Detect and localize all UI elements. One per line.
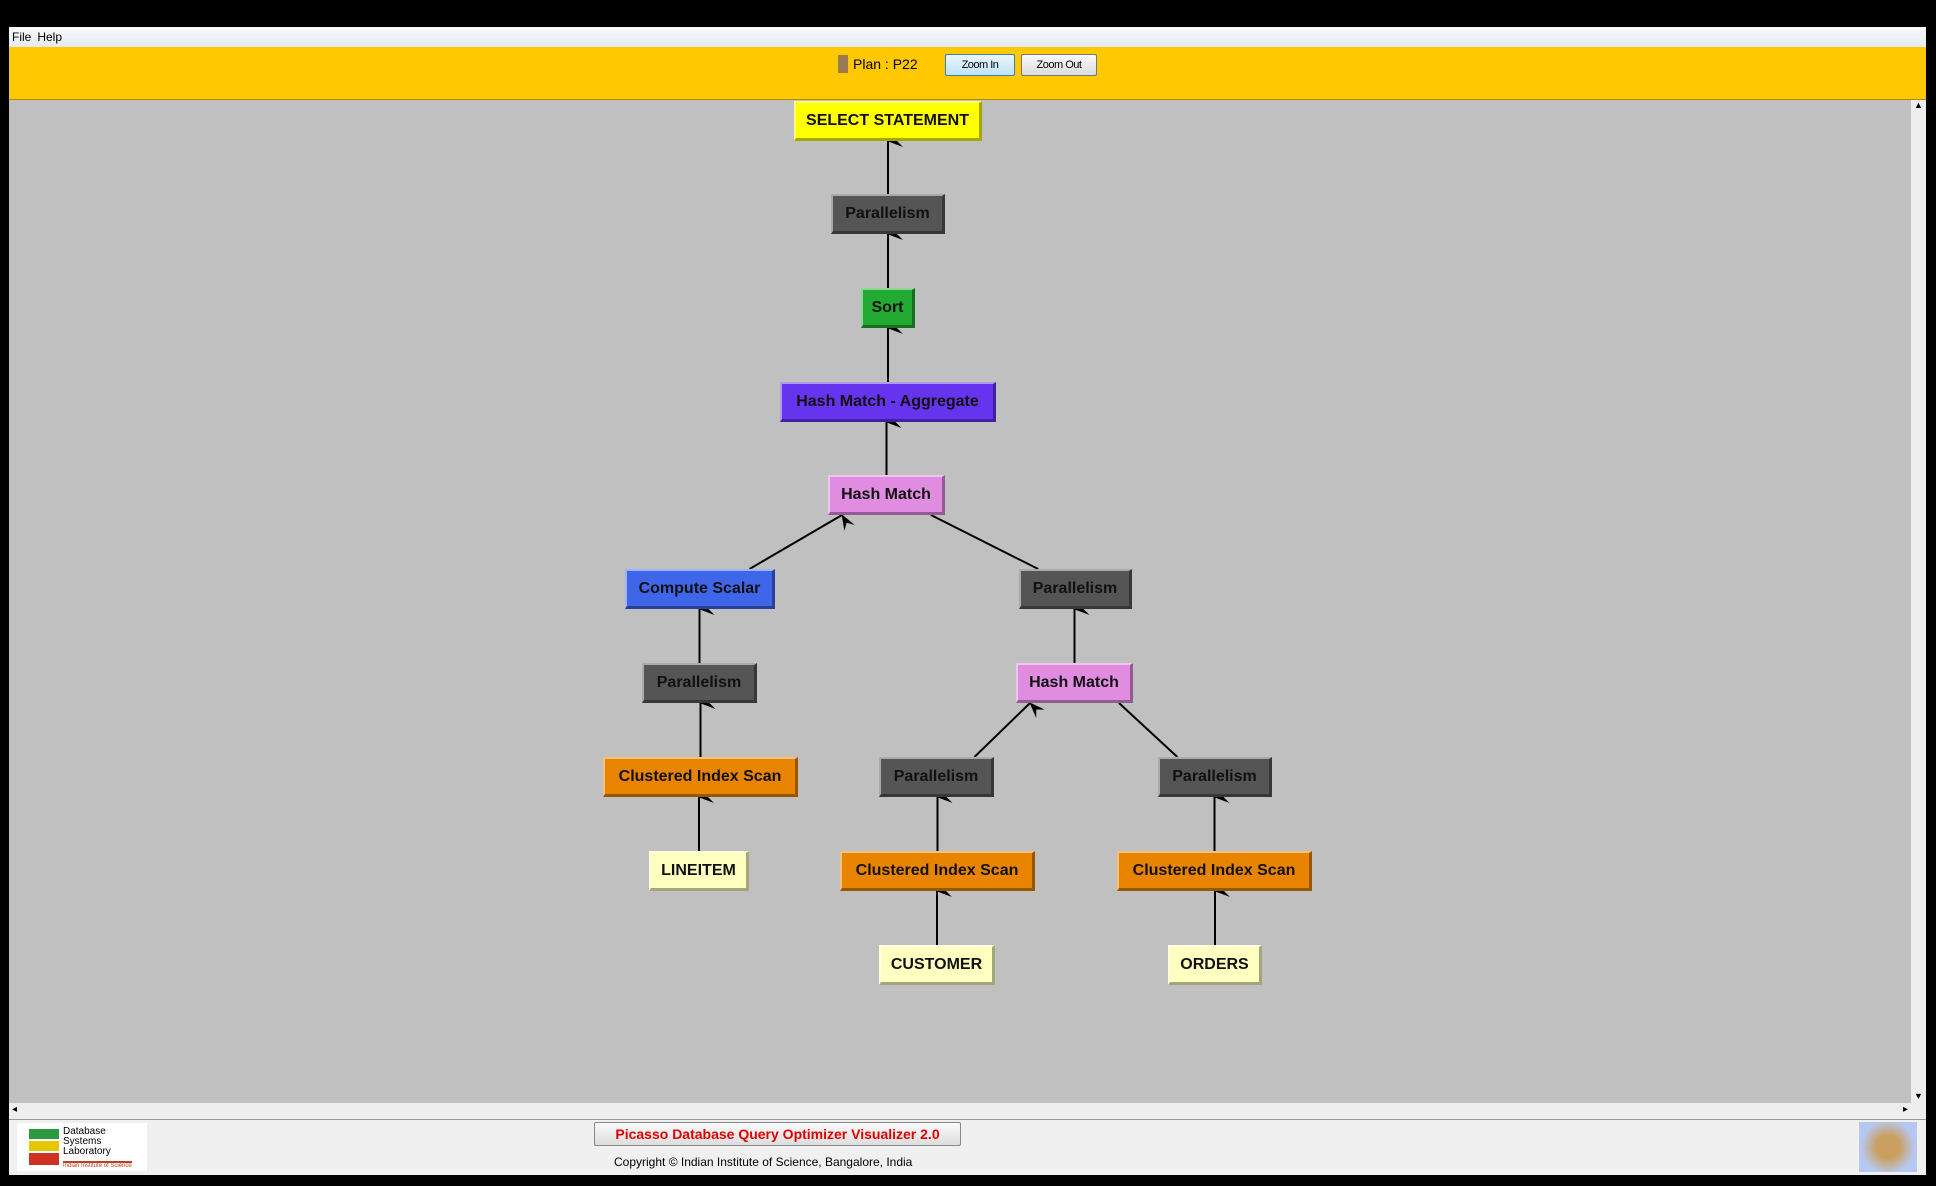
plan-color-swatch <box>838 55 848 73</box>
plan-node[interactable]: Hash Match - Aggregate <box>780 382 996 422</box>
menu-bar: File Help <box>9 27 1926 47</box>
dsl-logo-icon <box>29 1129 59 1165</box>
plan-node[interactable]: LINEITEM <box>649 851 749 891</box>
plan-edge <box>973 702 1045 758</box>
logo-text: Database Systems Laboratory <box>63 1126 111 1157</box>
plan-node[interactable]: Parallelism <box>1019 569 1132 609</box>
plan-node[interactable]: Parallelism <box>1158 757 1272 797</box>
plan-node[interactable]: Parallelism <box>642 663 757 703</box>
plan-node[interactable]: Clustered Index Scan <box>1117 851 1312 891</box>
dsl-logo: Database Systems Laboratory Indian Insti… <box>17 1123 147 1171</box>
iisc-seal-logo <box>1859 1122 1917 1172</box>
plan-node[interactable]: Clustered Index Scan <box>840 851 1035 891</box>
plan-node[interactable]: Hash Match <box>1016 663 1133 703</box>
vertical-scrollbar[interactable]: ▲▼ <box>1911 100 1926 1103</box>
plan-node[interactable]: CUSTOMER <box>879 945 995 985</box>
footer: Database Systems Laboratory Indian Insti… <box>9 1120 1926 1175</box>
plan-edge <box>1118 687 1179 758</box>
plan-label: Plan : P22 <box>853 56 918 72</box>
plan-node[interactable]: Parallelism <box>879 757 994 797</box>
menu-file[interactable]: File <box>12 30 32 44</box>
plan-edge <box>930 498 1039 570</box>
app-title-button[interactable]: Picasso Database Query Optimizer Visuali… <box>594 1122 961 1146</box>
plan-node[interactable]: Hash Match <box>828 475 945 515</box>
menu-help[interactable]: Help <box>37 30 63 44</box>
plan-node[interactable]: ORDERS <box>1168 945 1262 985</box>
plan-node[interactable]: Clustered Index Scan <box>603 757 798 797</box>
plan-node[interactable]: Parallelism <box>831 194 945 234</box>
zoom-out-button[interactable]: Zoom Out <box>1021 54 1097 76</box>
plan-node[interactable]: SELECT STATEMENT <box>794 101 982 141</box>
logo-subtext: Indian Institute of Science <box>63 1161 132 1169</box>
plan-node[interactable]: Compute Scalar <box>625 569 775 609</box>
zoom-in-button[interactable]: Zoom In <box>945 54 1015 76</box>
toolbar: Plan : P22 Zoom In Zoom Out <box>9 47 1926 100</box>
copyright-text: Copyright © Indian Institute of Science,… <box>614 1155 913 1169</box>
plan-node[interactable]: Sort <box>861 288 915 328</box>
plan-edge <box>748 514 855 570</box>
horizontal-scrollbar[interactable]: ◂▸ <box>9 1103 1926 1120</box>
plan-edges <box>698 135 1230 945</box>
